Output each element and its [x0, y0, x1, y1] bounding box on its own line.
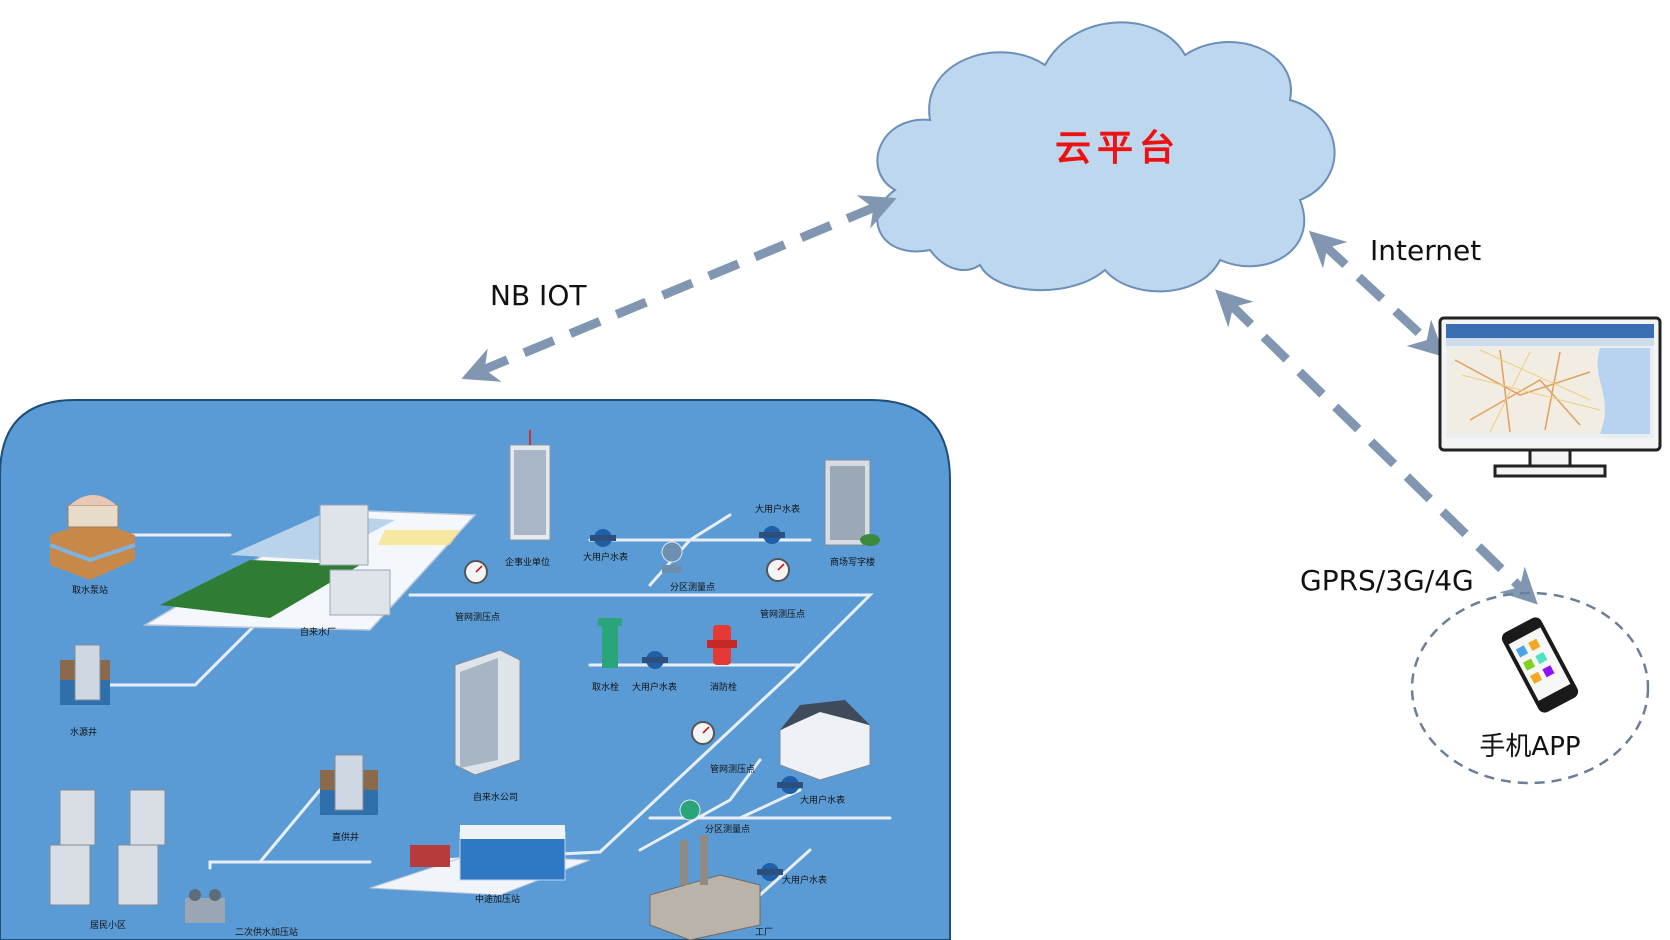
pressure-gauge-icon — [766, 558, 790, 582]
water-company-label: 自来水公司 — [473, 791, 518, 803]
water-plant — [142, 504, 477, 631]
big-meter-1-label: 大用户水表 — [583, 551, 628, 563]
water-take-hydrant-icon — [598, 618, 622, 668]
internet-label: Internet — [1370, 234, 1481, 267]
meter-icon — [590, 529, 616, 547]
hydrant-take-label: 取水栓 — [592, 681, 619, 693]
meter-icon — [642, 651, 668, 669]
meter-icon — [757, 863, 783, 881]
secondary-station-label: 二次供水加压站 — [235, 926, 298, 938]
pressure-3-label: 管网测压点 — [710, 763, 755, 775]
flow-meter-icon — [661, 541, 683, 573]
intake-pump-station — [49, 495, 136, 580]
commercial-building — [824, 459, 880, 546]
residential-buildings — [49, 789, 166, 906]
gprs-label: GPRS/3G/4G — [1300, 564, 1474, 597]
nb-iot-arrow — [461, 195, 897, 382]
nb-iot-label: NB IOT — [490, 279, 587, 312]
big-meter-2-label: 大用户水表 — [632, 681, 677, 693]
gprs-arrow — [1215, 289, 1538, 605]
pressure-gauge-icon — [464, 560, 488, 584]
secondary-pump-station — [185, 889, 225, 923]
big-meter-top-label: 大用户水表 — [755, 503, 800, 515]
phone-app-label: 手机APP — [1479, 732, 1580, 762]
fire-hydrant-icon — [707, 625, 737, 665]
residential-label: 居民小区 — [90, 920, 126, 931]
map-icon — [1448, 348, 1650, 434]
cloud-shape — [876, 21, 1336, 293]
water-company-building — [454, 649, 521, 776]
direct-well-label: 直供井 — [332, 831, 359, 843]
smartphone-icon — [1501, 617, 1579, 713]
meter-icon — [777, 776, 803, 794]
source-well — [60, 644, 110, 705]
direct-supply-well — [320, 754, 378, 815]
pressure-2-label: 管网测压点 — [760, 608, 805, 620]
intake-label: 取水泵站 — [72, 584, 108, 596]
plant-label: 自来水厂 — [300, 626, 336, 638]
commercial-label: 商场写字楼 — [830, 556, 875, 568]
mobile-app-group: 手机APP — [1410, 591, 1650, 785]
desktop-monitor — [1438, 316, 1662, 478]
flow-meter-icon — [679, 799, 701, 821]
pressure-gauge-icon — [691, 721, 715, 745]
zone-point-2-label: 分区测量点 — [705, 824, 750, 835]
cloud-label: 云平台 — [1055, 128, 1181, 169]
cloud-platform: 云平台 — [876, 21, 1336, 293]
pipe-network — [108, 513, 892, 897]
relay-pump-station — [369, 825, 591, 896]
water-network-panel: 自来水厂 取水泵站 水源井 企事业单位 大用户水表 — [0, 399, 951, 940]
meter-icon — [759, 526, 785, 544]
fire-hydrant-label: 消防栓 — [710, 681, 737, 693]
phone-boundary — [1410, 591, 1650, 785]
pressure-1-label: 管网测压点 — [455, 611, 500, 623]
big-meter-3-label: 大用户水表 — [800, 794, 845, 806]
enterprise-label: 企事业单位 — [505, 556, 550, 568]
enterprise-building — [509, 430, 551, 541]
zone-point-1-label: 分区测量点 — [670, 582, 715, 593]
villa-building — [779, 700, 871, 781]
big-meter-4-label: 大用户水表 — [782, 874, 827, 886]
factory-label: 工厂 — [755, 927, 773, 938]
factory-building — [649, 835, 761, 940]
relay-station-label: 中途加压站 — [475, 893, 520, 905]
well-label: 水源井 — [70, 726, 97, 738]
